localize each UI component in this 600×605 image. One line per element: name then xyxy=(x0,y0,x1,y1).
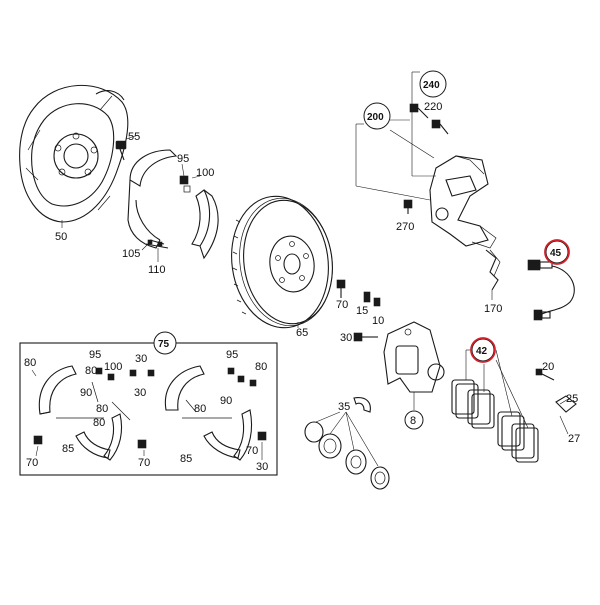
bubble-75 xyxy=(153,331,177,355)
label-8: 8 xyxy=(410,415,416,427)
parking-shoe-top xyxy=(127,149,219,260)
cap-10 xyxy=(373,297,381,307)
kit-label-80-m2: 80 xyxy=(93,417,105,429)
label-15: 15 xyxy=(356,305,368,317)
bubble-240 xyxy=(419,70,447,98)
kit-label-85-l: 85 xyxy=(62,443,74,455)
caliper xyxy=(383,321,445,393)
bolt-70-disc xyxy=(336,279,346,298)
kit-box xyxy=(19,342,278,476)
bleeder-15 xyxy=(363,291,371,303)
bubble-45 xyxy=(545,240,569,264)
kit-label-30-l: 30 xyxy=(135,353,147,365)
bubble-200 xyxy=(363,102,391,130)
brake-disc xyxy=(231,195,333,329)
kit-label-90-r: 90 xyxy=(220,395,232,407)
label-25: 25 xyxy=(566,393,578,405)
label-75: 75 xyxy=(158,339,170,350)
kit-label-95-r: 95 xyxy=(226,349,238,361)
bolt-30-caliper xyxy=(353,332,378,342)
label-45: 45 xyxy=(550,248,562,259)
kit-label-95-l: 95 xyxy=(89,349,101,361)
bubble-42 xyxy=(471,338,495,362)
label-200: 200 xyxy=(367,112,384,123)
label-105: 105 xyxy=(122,248,140,260)
kit-label-70-m: 70 xyxy=(138,457,150,469)
kit-label-30-r: 30 xyxy=(256,461,268,473)
label-10: 10 xyxy=(372,315,384,327)
kit-label-80-c: 80 xyxy=(194,403,206,415)
spring-25 xyxy=(555,395,577,413)
dust-shield xyxy=(19,84,129,223)
highlight-45 xyxy=(544,239,570,265)
label-240: 240 xyxy=(423,80,440,91)
kit-label-80-m: 80 xyxy=(96,403,108,415)
wear-sensor xyxy=(527,259,575,321)
label-70-disc: 70 xyxy=(336,299,348,311)
seal-kit xyxy=(304,397,390,490)
label-270: 270 xyxy=(396,221,414,233)
label-55: 55 xyxy=(128,131,140,143)
kit-label-80-tl: 80 xyxy=(24,357,36,369)
bracket-assembly xyxy=(403,103,497,249)
label-100-top: 100 xyxy=(196,167,214,179)
label-170: 170 xyxy=(484,303,502,315)
label-20: 20 xyxy=(542,361,554,373)
kit-shoes-right xyxy=(164,365,267,461)
kit-label-80-l: 80 xyxy=(85,365,97,377)
kit-label-85-r: 85 xyxy=(180,453,192,465)
kit-label-80-r: 80 xyxy=(255,361,267,373)
highlight-42 xyxy=(470,337,496,363)
kit-label-90-l: 90 xyxy=(80,387,92,399)
kit-label-100-l: 100 xyxy=(104,361,122,373)
label-50: 50 xyxy=(55,231,67,243)
bolt-55 xyxy=(115,140,127,161)
label-42: 42 xyxy=(476,346,488,357)
label-95-top: 95 xyxy=(177,153,189,165)
label-110: 110 xyxy=(148,264,166,276)
label-30-caliper: 30 xyxy=(340,332,352,344)
label-65: 65 xyxy=(296,327,308,339)
kit-label-70-r: 70 xyxy=(246,445,258,457)
kit-shoes-left xyxy=(33,365,155,461)
label-35: 35 xyxy=(338,401,350,413)
label-27: 27 xyxy=(568,433,580,445)
label-220: 220 xyxy=(424,101,442,113)
spring-clip-170 xyxy=(485,249,501,291)
kit-label-30-m: 30 xyxy=(134,387,146,399)
brake-pads xyxy=(451,379,539,463)
kit-label-70-l: 70 xyxy=(26,457,38,469)
pin-20 xyxy=(535,368,555,381)
caliper-bubble xyxy=(404,410,424,430)
